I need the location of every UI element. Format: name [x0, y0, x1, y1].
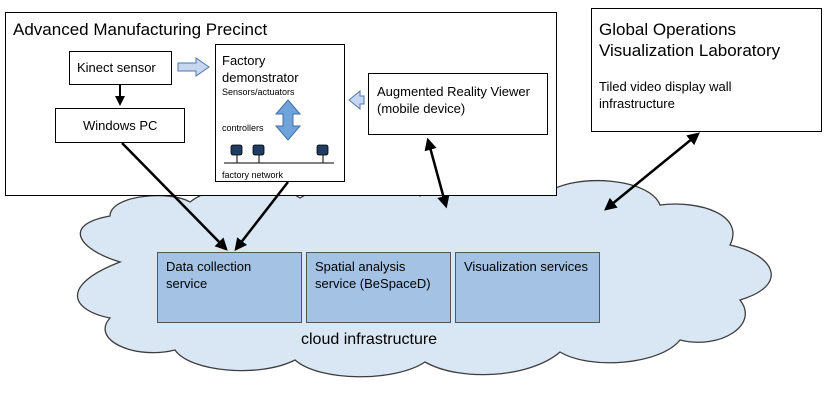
spatial-analysis-service: Spatial analysis service (BeSpaceD) [306, 252, 451, 323]
global-lab-to-cloud-arrow [604, 132, 700, 211]
kinect-to-factory-arrow [177, 57, 210, 77]
precinct-title: Advanced Manufacturing Precinct [13, 20, 268, 39]
data-collection-service: Data collection service [157, 252, 302, 323]
data-collection-line2: service [166, 276, 208, 291]
pc-to-data-collection-arrow [121, 142, 228, 251]
windows-pc-box [55, 108, 185, 143]
data-collection-line1: Data collection [166, 259, 252, 274]
visualization-services-line1: Visualization services [464, 259, 589, 274]
factory-title-line2: demonstrator [222, 70, 299, 85]
ar-viewer-box [368, 73, 548, 135]
cloud-infrastructure-label: cloud infrastructure [301, 331, 438, 348]
ar-viewer-line1: Augmented Reality Viewer [377, 84, 530, 99]
controller-node-1 [230, 144, 243, 156]
global-lab-box [591, 8, 822, 132]
ar-viewer-line2: (mobile device) [377, 101, 466, 116]
controllers-label: controllers [222, 123, 264, 133]
global-lab-desc-line2: infrastructure [599, 96, 675, 111]
controller-node-3 [316, 144, 329, 156]
windows-pc-label: Windows PC [83, 118, 158, 133]
global-lab-desc-line1: Tiled video display wall [599, 79, 732, 94]
global-lab-title-line1: Global Operations [599, 20, 737, 39]
global-lab-title-line2: Visualization Laboratory [599, 41, 781, 60]
sensor-controller-double-arrow [274, 99, 302, 141]
ar-to-cloud-arrow [424, 137, 450, 209]
factory-title-line1: Factory [222, 53, 266, 68]
kinect-sensor-label: Kinect sensor [77, 60, 156, 75]
ar-to-factory-arrow [348, 89, 365, 111]
controller-node-2 [252, 144, 265, 156]
factory-network-label: factory network [222, 170, 284, 180]
spatial-analysis-line2: service (BeSpaceD) [315, 276, 431, 291]
factory-to-data-collection-arrow [234, 181, 289, 251]
kinect-sensor-box [69, 51, 172, 85]
visualization-services: Visualization services [455, 252, 600, 323]
spatial-analysis-line1: Spatial analysis [315, 259, 406, 274]
sensors-actuators-label: Sensors/actuators [222, 87, 295, 97]
